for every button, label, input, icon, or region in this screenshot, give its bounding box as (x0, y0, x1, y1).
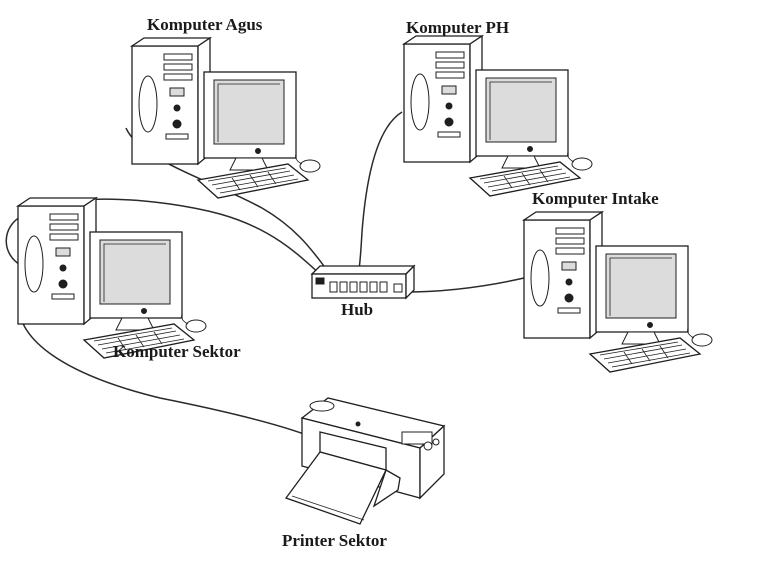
cable-intake-hub (403, 277, 525, 293)
label-printer-sektor: Printer Sektor (282, 531, 387, 550)
computer-sektor (17, 197, 207, 359)
computer-ph (403, 35, 593, 197)
hub-device (310, 264, 416, 300)
printer-device (284, 397, 446, 525)
computer-agus (131, 37, 321, 199)
label-hub: Hub (341, 300, 374, 319)
label-komputer-agus: Komputer Agus (147, 15, 263, 34)
cable-sektor-printer (17, 291, 305, 435)
cable-ph-hub (358, 111, 403, 271)
label-komputer-ph: Komputer PH (406, 18, 510, 37)
label-komputer-sektor: Komputer Sektor (113, 342, 241, 361)
label-komputer-intake: Komputer Intake (532, 189, 659, 208)
computer-intake (523, 211, 713, 373)
